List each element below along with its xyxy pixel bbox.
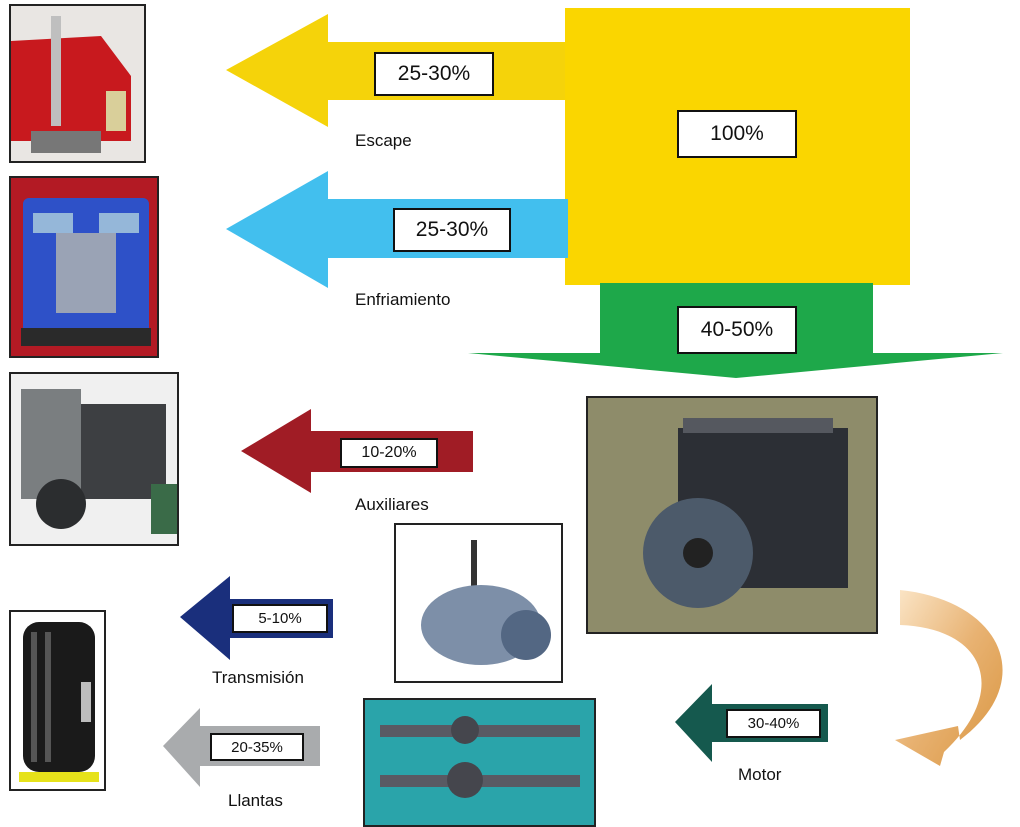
motor-label: Motor <box>738 765 782 784</box>
auxiliary-engine-photo <box>9 372 179 546</box>
axles-photo <box>363 698 596 827</box>
tire-photo <box>9 610 106 791</box>
engine-photo <box>586 396 878 634</box>
total-value: 100% <box>677 110 797 158</box>
enfriamiento-value: 25-30% <box>393 208 511 252</box>
cooling-truck-photo <box>9 176 159 358</box>
exhaust-truck-photo <box>9 4 146 163</box>
llantas-value: 20-35% <box>210 733 304 761</box>
motor-value: 30-40% <box>726 709 821 738</box>
enfriamiento-label: Enfriamiento <box>355 290 451 309</box>
transmission-photo <box>394 523 563 683</box>
curve-arrow <box>895 590 1003 766</box>
auxiliares-value: 10-20% <box>340 438 438 468</box>
llantas-label: Llantas <box>228 791 283 810</box>
transmision-label: Transmisión <box>212 668 304 687</box>
escape-value: 25-30% <box>374 52 494 96</box>
motor-input-value: 40-50% <box>677 306 797 354</box>
transmision-value: 5-10% <box>232 604 328 633</box>
auxiliares-label: Auxiliares <box>355 495 429 514</box>
escape-label: Escape <box>355 131 412 150</box>
